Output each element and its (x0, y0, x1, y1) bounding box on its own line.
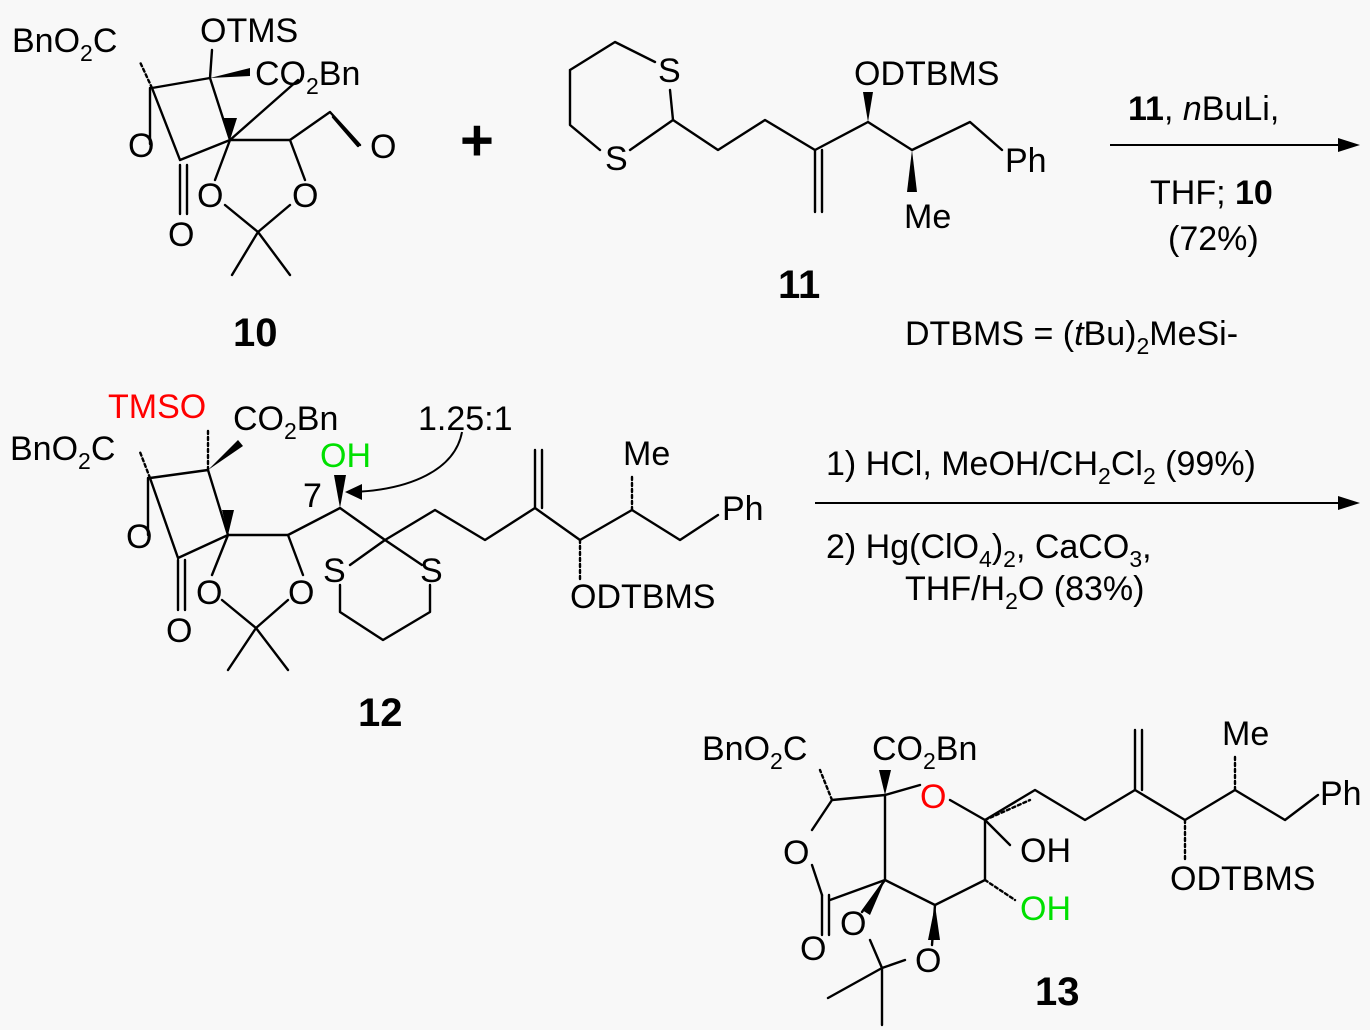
bonds-chain (983, 788, 1320, 822)
atom-bno2c: BnO2C (12, 22, 117, 66)
atom-o-carbonyl: O (800, 930, 826, 968)
compound-12: BnO2C TMSO CO2Bn OH 7 O O O O S S Me Ph … (10, 388, 764, 735)
atom-o-ketal-left: O (196, 574, 222, 612)
bond-methylene (533, 448, 544, 510)
step2-conditions: 1) HCl, MeOH/CH2Cl2 (99%) 2) Hg(ClO4)2, … (815, 445, 1360, 614)
compound-label-13: 13 (1035, 970, 1080, 1014)
atom-o-carbonyl: O (166, 612, 192, 650)
atom-o-pyran: O (920, 778, 946, 816)
bonds-lactone (146, 468, 230, 560)
atom-ph: Ph (1320, 775, 1362, 813)
wedge (208, 440, 243, 470)
bond-carbonyl (178, 163, 189, 216)
selectivity-arrow (351, 431, 463, 493)
wedge (879, 770, 891, 795)
step2-line2: 2) Hg(ClO4)2, CaCO3, (826, 528, 1152, 572)
compound-13: BnO2C CO2Bn O OH OH O O O O Me Ph ODTBMS… (702, 715, 1362, 1027)
step1-yield: (72%) (1168, 220, 1259, 258)
wedge (907, 150, 917, 192)
hash-bond (983, 878, 1017, 902)
bonds-acetonide (223, 203, 292, 277)
step2-line1: 1) HCl, MeOH/CH2Cl2 (99%) (826, 445, 1256, 489)
wedge (334, 475, 346, 508)
arrowhead (1338, 496, 1360, 510)
step1-line1: 11, nBuLi, (1128, 90, 1279, 128)
atom-o-ketal-left: O (197, 177, 223, 215)
atom-odtbms: ODTBMS (1170, 860, 1315, 898)
atom-bno2c: BnO2C (702, 730, 807, 774)
atom-me: Me (623, 435, 670, 473)
wedge (862, 880, 885, 915)
step1-line2: THF; 10 (1150, 174, 1273, 212)
step2-line3: THF/H2O (83%) (905, 570, 1144, 614)
wedge (222, 510, 234, 535)
hash-bond (983, 798, 1032, 822)
plus-sign: + (460, 108, 494, 173)
bonds-ring (210, 533, 305, 577)
hash-bond (138, 60, 154, 90)
bonds-acetonide (220, 598, 290, 672)
bonds-dithiane (338, 538, 432, 642)
atom-o-ketal-right: O (288, 574, 314, 612)
bonds-chain (671, 118, 1004, 152)
atom-s-right: S (420, 552, 443, 590)
compound-label-11: 11 (778, 263, 820, 307)
atom-oh-secondary: OH (1020, 890, 1071, 928)
atom-o-aldehyde: O (370, 128, 396, 166)
wedge (223, 118, 237, 140)
atom-s-left: S (323, 552, 346, 590)
wedge (928, 905, 940, 940)
wedge (863, 92, 873, 122)
compound-10: BnO2C OTMS CO2Bn O O O O O 10 (12, 12, 396, 355)
bonds-lactone (810, 793, 887, 902)
atom-label-c7: 7 (303, 477, 322, 515)
hash-bond (818, 768, 834, 802)
atom-otms: OTMS (200, 12, 298, 50)
bond-otms (208, 48, 214, 80)
atom-odtbms: ODTBMS (570, 578, 715, 616)
atom-co2bn: CO2Bn (233, 400, 338, 444)
bonds-aldehyde (288, 110, 362, 148)
atom-me: Me (1222, 715, 1269, 753)
compound-11: S S ODTBMS Ph Me 11 (568, 40, 1047, 307)
bonds-chain (286, 506, 720, 542)
atom-co2bn: CO2Bn (255, 55, 360, 99)
bond-oh (983, 818, 1012, 847)
atom-bno2c: BnO2C (10, 430, 115, 474)
atom-ph: Ph (1005, 142, 1047, 180)
compound-label-12: 12 (358, 691, 403, 735)
atom-o-lactone: O (783, 834, 809, 872)
atom-ph: Ph (722, 490, 764, 528)
atom-tmso: TMSO (108, 388, 206, 426)
hash-bond (138, 450, 152, 480)
bond-carbonyl (820, 893, 831, 937)
atom-odtbms: ODTBMS (854, 55, 999, 93)
atom-oh-c7: OH (320, 437, 371, 475)
bond-methylene (813, 148, 824, 214)
atom-me: Me (904, 198, 951, 236)
step1-conditions: 11, nBuLi, THF; 10 (72%) (1110, 90, 1360, 258)
atom-oh-anomeric: OH (1020, 832, 1071, 870)
bond-methylene (1133, 728, 1144, 792)
wedge (210, 68, 250, 78)
arrowhead (345, 484, 362, 500)
atom-s-bottom: S (605, 140, 628, 178)
atom-o-ketal-right: O (292, 177, 318, 215)
atom-s-top: S (658, 52, 681, 90)
selectivity-ratio: 1.25:1 (418, 400, 513, 438)
atom-o-ketal-right: O (915, 942, 941, 980)
bonds-lactone (150, 76, 232, 162)
compound-label-10: 10 (233, 311, 278, 355)
atom-co2bn: CO2Bn (872, 730, 977, 774)
dtbms-definition: DTBMS = (tBu)2MeSi- (905, 315, 1238, 359)
arrowhead (1338, 138, 1360, 152)
bond-carbonyl (176, 558, 187, 612)
atom-o-carbonyl: O (168, 216, 194, 254)
